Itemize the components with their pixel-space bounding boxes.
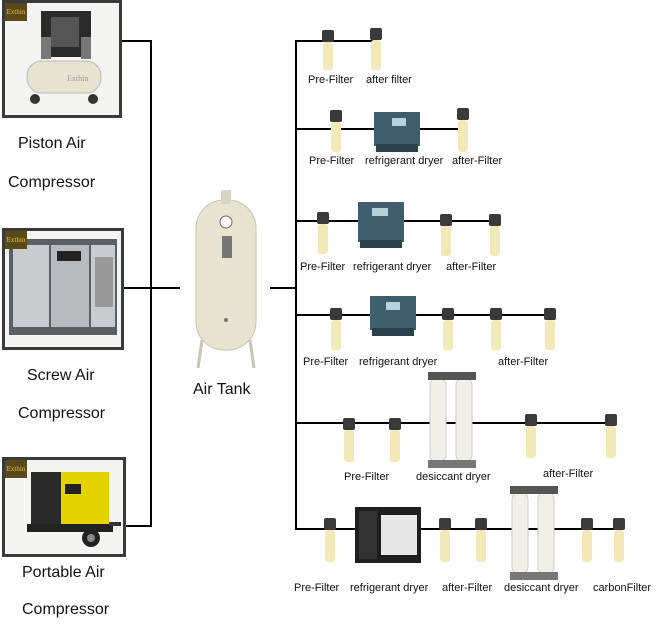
screw-compressor-label-line2: Compressor [18,405,106,422]
row4-label-refrigerant-dryer: refrigerant dryer [359,356,438,368]
brand-logo: Exthin [5,3,27,21]
air-tank-label: Air Tank [193,381,251,398]
row6-afterfilter-2-icon [475,518,487,562]
row3-prefilter-icon [317,212,329,254]
row2-afterfilter-icon [457,108,469,152]
row6-label-desiccant-dryer: desiccant dryer [504,582,579,594]
row6-prefilter-icon [324,518,336,562]
row4-prefilter-icon [330,308,342,350]
row5-label-prefilter: Pre-Filter [344,471,390,483]
distribution-bus-vertical [295,40,297,530]
screw-connector [124,287,152,289]
row5-prefilter-1-icon [343,418,355,462]
tank-inlet-line [150,287,180,289]
row6-desiccant-dryer-icon [510,486,558,580]
row2-label-prefilter: Pre-Filter [309,155,355,167]
row6-label-afterfilter: after-Filter [442,582,493,594]
row1-afterfilter-icon [370,28,382,70]
row5-prefilter-2-icon [389,418,401,462]
row2-label-afterfilter: after-Filter [452,155,503,167]
row6-label-carbonfilter: carbonFilter [593,582,652,594]
row6-carbonfilter-1-icon [581,518,593,562]
screw-compressor-icon [9,239,117,335]
row5-afterfilter-1-icon [525,414,537,458]
row2-prefilter-icon [330,110,342,152]
row4-afterfilter-2-icon [490,308,502,350]
row1-label-afterfilter: after filter [366,74,412,86]
row4-label-prefilter: Pre-Filter [303,356,349,368]
row3-label-refrigerant-dryer: refrigerant dryer [353,261,432,273]
row5-branch [295,422,610,424]
tank-outlet-line [270,287,297,289]
piston-compressor-label-line2: Compressor [8,174,96,191]
row4-afterfilter-1-icon [442,308,454,350]
svg-text:Exthin: Exthin [67,74,88,83]
portable-compressor-icon [27,472,121,547]
row6-branch [295,528,620,530]
portable-compressor-image: Exthin [2,457,126,557]
piston-compressor-image: Exthin Exthin [2,0,122,118]
row6-refrigerant-dryer-icon [355,507,421,563]
row3-label-afterfilter: after-Filter [446,261,497,273]
piston-compressor-icon: Exthin [26,11,102,104]
row5-desiccant-dryer-icon [428,372,476,468]
row6-afterfilter-1-icon [439,518,451,562]
row2-label-refrigerant-dryer: refrigerant dryer [365,155,444,167]
row5-label-afterfilter: after-Filter [543,468,594,480]
row6-carbonfilter-2-icon [613,518,625,562]
row4-label-afterfilter: after-Filter [498,356,549,368]
row2-refrigerant-dryer-icon [374,112,420,152]
brand-logo: Exthin [5,231,27,249]
row6-label-prefilter: Pre-Filter [294,582,340,594]
air-tank-icon [195,190,257,369]
row3-refrigerant-dryer-icon [358,202,404,248]
compressor-bus-vertical [150,40,152,527]
row6-label-refrigerant-dryer: refrigerant dryer [350,582,429,594]
row5-afterfilter-2-icon [605,414,617,458]
row4-afterfilter-3-icon [544,308,556,350]
row1-label-prefilter: Pre-Filter [308,74,354,86]
portable-compressor-label-line1: Portable Air [22,564,105,581]
row1-prefilter-icon [322,30,334,70]
screw-compressor-label-line1: Screw Air [27,367,95,384]
portable-connector [126,525,152,527]
brand-logo: Exthin [5,460,27,478]
portable-compressor-label-line2: Compressor [22,601,110,618]
row3-afterfilter-1-icon [440,214,452,256]
row5-label-desiccant-dryer: desiccant dryer [416,471,491,483]
row4-branch [295,314,550,316]
screw-compressor-image: Exthin [2,228,124,350]
row4-refrigerant-dryer-icon [370,296,416,336]
row3-afterfilter-2-icon [489,214,501,256]
row3-label-prefilter: Pre-Filter [300,261,346,273]
piston-compressor-label-line1: Piston Air [18,135,86,152]
piston-connector [122,40,152,42]
row1-branch [295,40,375,42]
